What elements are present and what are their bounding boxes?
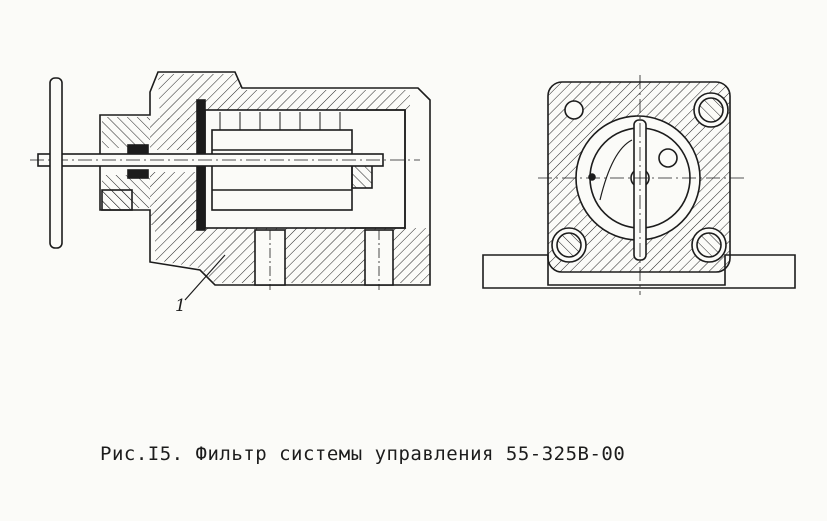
seal <box>127 144 149 154</box>
bolt <box>101 189 133 211</box>
housing-hatch-upper <box>158 74 410 120</box>
section-view <box>30 71 431 301</box>
filter-discs <box>219 112 341 130</box>
body-hatch-left <box>150 118 200 150</box>
callout-label: 1 <box>175 296 186 316</box>
end-view <box>482 75 796 295</box>
pivot-dot <box>588 173 596 181</box>
inner-case <box>350 109 406 229</box>
t-handle <box>49 77 63 249</box>
seal-lower <box>127 169 149 179</box>
callout-leader <box>184 254 226 301</box>
figure-caption: Рис.I5. Фильтр системы управления 55-325… <box>100 443 626 465</box>
corner-bolts <box>551 92 729 263</box>
set-screw <box>658 148 678 168</box>
housing-hatch-lower <box>155 200 430 283</box>
cap-hatch <box>102 117 150 148</box>
body-hatch-left-low <box>150 172 200 225</box>
rotation-arrow <box>599 139 633 201</box>
